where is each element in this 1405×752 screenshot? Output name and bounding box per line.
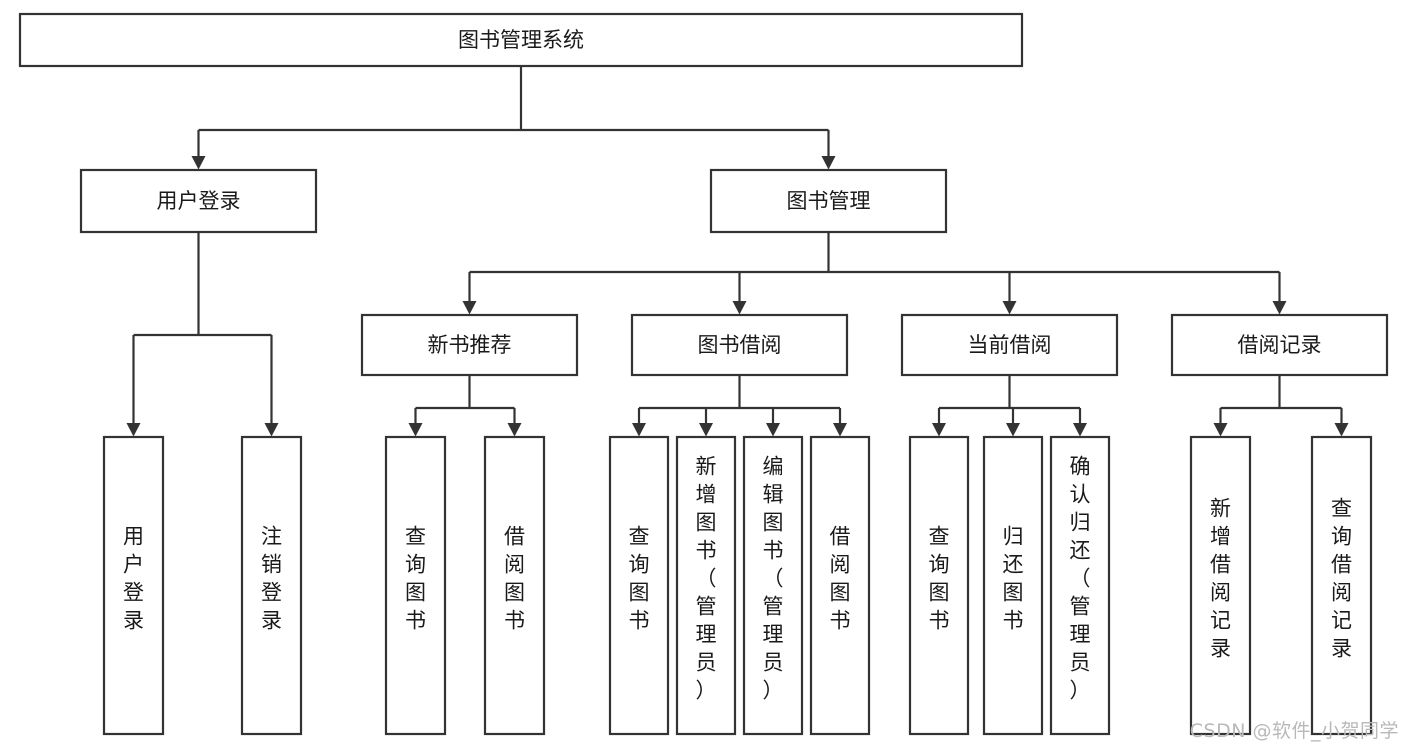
conn-root-to-level2 [191, 66, 836, 170]
node-label-leaf-borrow-book-2: 借阅图书 [830, 525, 851, 633]
node-label-leaf-user-login: 用户登录 [123, 525, 144, 633]
node-label-leaf-edit-book: 编辑图书（管理员） [763, 455, 784, 703]
node-leaf-add-book[interactable]: 新增图书（管理员） [675, 435, 737, 736]
node-box-leaf-user-login[interactable] [102, 435, 165, 736]
arrow-head-icon [932, 423, 946, 437]
conn-record-to-leaves [1213, 375, 1349, 437]
node-label-book-management: 图书管理 [787, 189, 871, 213]
node-root[interactable]: 图书管理系统 [18, 12, 1024, 68]
node-book-borrow[interactable]: 图书借阅 [630, 313, 849, 377]
arrow-head-icon [833, 423, 847, 437]
watermark: CSDN @软件_小贺同学 [1189, 720, 1399, 742]
conn-userlogin-to-leaves [126, 232, 279, 437]
node-leaf-edit-book[interactable]: 编辑图书（管理员） [742, 435, 804, 736]
node-box-leaf-query-record[interactable] [1310, 435, 1373, 736]
node-box-root[interactable] [18, 12, 1024, 68]
node-box-leaf-add-record[interactable] [1189, 435, 1252, 736]
node-label-leaf-borrow-book-1: 借阅图书 [504, 525, 525, 633]
arrow-head-icon [1006, 423, 1020, 437]
node-leaf-borrow-book-2[interactable]: 借阅图书 [809, 435, 871, 736]
conn-recommend-to-leaves [408, 375, 522, 437]
arrow-head-icon [732, 301, 747, 315]
arrow-head-icon [264, 423, 279, 437]
node-box-leaf-query-book-1[interactable] [384, 435, 447, 736]
node-box-leaf-confirm-return[interactable] [1049, 435, 1111, 736]
node-box-new-book-recommend[interactable] [360, 313, 579, 377]
node-user-login[interactable]: 用户登录 [79, 168, 318, 234]
connector-layer [126, 66, 1349, 437]
node-leaf-borrow-book-1[interactable]: 借阅图书 [483, 435, 546, 736]
node-label-leaf-add-book: 新增图书（管理员） [696, 455, 717, 703]
node-box-leaf-query-book-3[interactable] [908, 435, 970, 736]
node-box-leaf-logout[interactable] [240, 435, 303, 736]
conn-current-to-leaves [932, 375, 1087, 437]
node-box-book-borrow[interactable] [630, 313, 849, 377]
node-label-user-login: 用户登录 [157, 189, 241, 213]
node-label-leaf-query-book-3: 查询图书 [929, 525, 950, 633]
node-label-root: 图书管理系统 [458, 28, 584, 52]
node-box-leaf-query-book-2[interactable] [608, 435, 670, 736]
arrow-head-icon [699, 423, 713, 437]
node-leaf-query-book-2[interactable]: 查询图书 [608, 435, 670, 736]
node-label-leaf-return-book: 归还图书 [1003, 525, 1024, 633]
node-leaf-return-book[interactable]: 归还图书 [982, 435, 1044, 736]
arrow-head-icon [507, 423, 522, 437]
node-book-management[interactable]: 图书管理 [709, 168, 948, 234]
arrow-head-icon [1002, 301, 1017, 315]
node-box-leaf-add-book[interactable] [675, 435, 737, 736]
node-box-leaf-return-book[interactable] [982, 435, 1044, 736]
node-leaf-add-record[interactable]: 新增借阅记录 [1189, 435, 1252, 736]
node-box-book-management[interactable] [709, 168, 948, 234]
conn-borrow-to-leaves [632, 375, 847, 437]
arrow-head-icon [766, 423, 780, 437]
conn-bookmgmt-to-level3 [462, 232, 1287, 315]
node-label-leaf-add-record: 新增借阅记录 [1210, 497, 1231, 661]
node-label-new-book-recommend: 新书推荐 [428, 333, 512, 357]
node-new-book-recommend[interactable]: 新书推荐 [360, 313, 579, 377]
arrow-head-icon [821, 156, 836, 170]
node-label-leaf-query-record: 查询借阅记录 [1331, 497, 1352, 661]
arrow-head-icon [1213, 423, 1228, 437]
node-label-leaf-logout: 注销登录 [261, 525, 282, 633]
arrow-head-icon [1073, 423, 1087, 437]
node-box-leaf-borrow-book-2[interactable] [809, 435, 871, 736]
arrow-head-icon [191, 156, 206, 170]
node-leaf-query-book-1[interactable]: 查询图书 [384, 435, 447, 736]
node-label-book-borrow: 图书借阅 [698, 333, 782, 357]
node-leaf-user-login[interactable]: 用户登录 [102, 435, 165, 736]
node-leaf-confirm-return[interactable]: 确认归还（管理员） [1049, 435, 1111, 736]
node-label-leaf-query-book-1: 查询图书 [405, 525, 426, 633]
arrow-head-icon [632, 423, 646, 437]
node-current-borrow[interactable]: 当前借阅 [900, 313, 1119, 377]
arrow-head-icon [408, 423, 423, 437]
node-borrow-record[interactable]: 借阅记录 [1170, 313, 1389, 377]
node-label-borrow-record: 借阅记录 [1238, 333, 1322, 357]
node-box-current-borrow[interactable] [900, 313, 1119, 377]
arrow-head-icon [126, 423, 141, 437]
node-label-leaf-query-book-2: 查询图书 [629, 525, 650, 633]
node-label-leaf-confirm-return: 确认归还（管理员） [1070, 455, 1091, 703]
node-leaf-query-record[interactable]: 查询借阅记录 [1310, 435, 1373, 736]
node-box-user-login[interactable] [79, 168, 318, 234]
node-label-current-borrow: 当前借阅 [968, 333, 1052, 357]
node-leaf-logout[interactable]: 注销登录 [240, 435, 303, 736]
node-box-leaf-edit-book[interactable] [742, 435, 804, 736]
node-box-borrow-record[interactable] [1170, 313, 1389, 377]
arrow-head-icon [462, 301, 477, 315]
node-leaf-query-book-3[interactable]: 查询图书 [908, 435, 970, 736]
arrow-head-icon [1334, 423, 1349, 437]
arrow-head-icon [1272, 301, 1287, 315]
node-layer: 图书管理系统用户登录图书管理新书推荐图书借阅当前借阅借阅记录用户登录注销登录查询… [18, 12, 1389, 736]
node-box-leaf-borrow-book-1[interactable] [483, 435, 546, 736]
